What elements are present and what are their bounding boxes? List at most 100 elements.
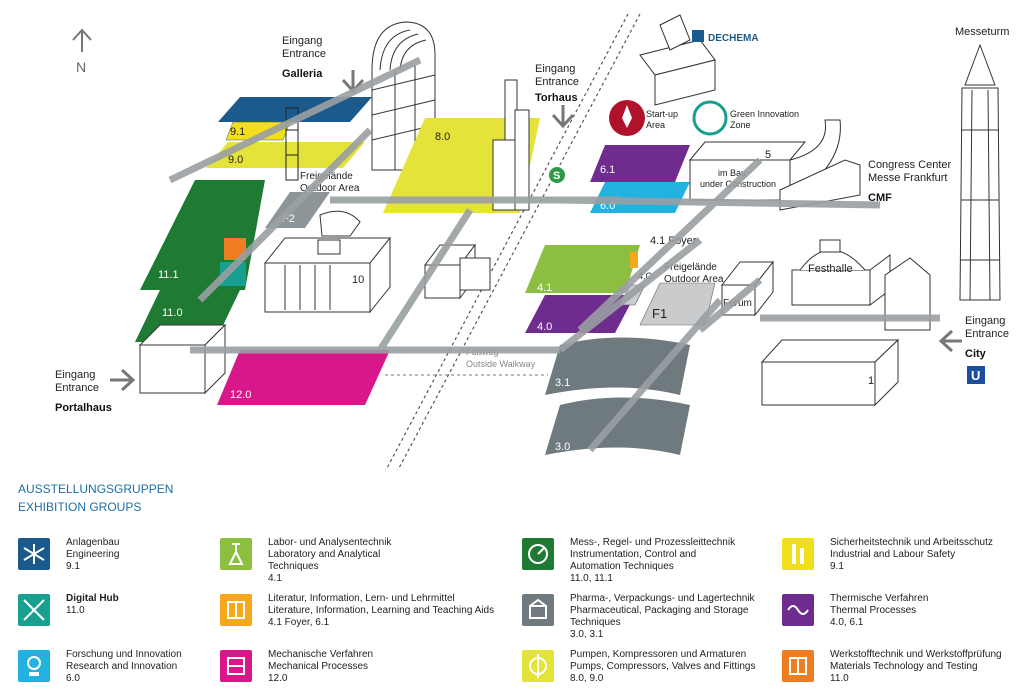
hall-9-1-label: 9.1: [230, 126, 245, 138]
legend-item-en-cont: Automation Techniques: [570, 561, 674, 572]
torhaus-name[interactable]: Torhaus: [535, 92, 578, 104]
hall-6-1-label: 6.1: [600, 164, 615, 176]
legend-item-en: Laboratory and Analytical: [268, 549, 381, 560]
service-buildings: [424, 79, 530, 300]
pumps-icon: [522, 650, 554, 682]
portalhaus-name[interactable]: Portalhaus: [55, 402, 112, 414]
messeturm-label: Messeturm: [955, 26, 1009, 38]
legend-title-de: AUSSTELLUNGSGRUPPEN: [18, 482, 174, 496]
legend-item-halls: 6.0: [66, 673, 80, 684]
hall-3-0-label: 3.0: [555, 441, 570, 453]
legend-item-halls: 11.0: [830, 673, 849, 684]
outdoor-area-2-label: Freigelände: [664, 262, 717, 273]
research-icon: [18, 650, 50, 682]
city-entrance-label: Eingang: [965, 315, 1005, 327]
legend-item-en: Industrial and Labour Safety: [830, 549, 956, 560]
festhalle-label: Festhalle: [808, 263, 853, 275]
hall-6-0[interactable]: [590, 182, 690, 213]
legend-item[interactable]: Literatur, Information, Lern- und Lehrmi…: [220, 593, 494, 638]
city-entrance-label-en: Entrance: [965, 328, 1009, 340]
hall-10-label: 10: [352, 274, 364, 286]
legend-item-de: Pharma-, Verpackungs- und Lagertechnik: [570, 593, 755, 604]
legend-item-halls: 11.0: [66, 605, 85, 616]
green-zone-label-en: Zone: [730, 120, 751, 130]
fairground-map: Fußweg Outside Walkway N Eingang Entranc…: [55, 13, 1009, 470]
legend-item-en: Pharmaceutical, Packaging and Storage: [570, 605, 749, 616]
mechanical-icon: [220, 650, 252, 682]
hall-6-1[interactable]: [590, 145, 690, 182]
hall-3-0[interactable]: [545, 397, 690, 456]
city-entrance-arrow: [938, 329, 962, 353]
s-bahn-icon[interactable]: [549, 167, 565, 183]
hall-12-0[interactable]: [217, 350, 390, 405]
messeturm-tower[interactable]: [959, 43, 1001, 301]
hall-11-1-label: 11.1: [158, 269, 179, 281]
legend-item-en: Thermal Processes: [830, 605, 917, 616]
portalhaus-entrance-arrow: [110, 368, 136, 392]
hall-1-label: 1: [868, 375, 874, 387]
legend-item-halls: 4.1 Foyer, 6.1: [268, 617, 330, 628]
engineering-icon: [18, 538, 50, 570]
green-innovation-icon[interactable]: [692, 100, 728, 136]
torhaus-entrance-arrow: [551, 105, 575, 129]
hall-1-building[interactable]: [760, 338, 900, 407]
foyer-zone[interactable]: [630, 252, 638, 268]
hall-11-materials-zone[interactable]: [224, 238, 246, 260]
cmf-abbr[interactable]: CMF: [868, 192, 892, 204]
hall-5-building[interactable]: [688, 119, 841, 201]
safety-icon: [782, 538, 814, 570]
legend-item-en: Materials Technology and Testing: [830, 661, 978, 672]
legend-item-halls: 4.0, 6.1: [830, 617, 864, 628]
galleria-entrance-label-en: Entrance: [282, 48, 326, 60]
forum-label: Forum: [723, 298, 752, 309]
legend-item-de: Digital Hub: [66, 593, 119, 604]
legend-item-halls: 4.1: [268, 573, 282, 584]
legend-item-en-cont: Techniques: [570, 617, 621, 628]
legend-item-en: Pumps, Compressors, Valves and Fittings: [570, 661, 756, 672]
hall-11-0-label: 11.0: [162, 307, 183, 319]
legend-item-en-cont: Techniques: [268, 561, 319, 572]
compass-label: N: [76, 59, 86, 75]
galleria-name[interactable]: Galleria: [282, 68, 323, 80]
boundary-line: [385, 13, 629, 470]
u-bahn-icon[interactable]: [967, 366, 985, 384]
dechema-label[interactable]: DECHEMA: [708, 33, 759, 44]
green-zone-label: Green Innovation: [730, 109, 799, 119]
legend-item-de: Mechanische Verfahren: [268, 649, 374, 660]
legend-item-de: Thermische Verfahren: [830, 593, 929, 604]
pharma-icon: [522, 594, 554, 626]
legend-item-de: Anlagenbau: [66, 537, 120, 548]
legend-item-halls: 9.1: [830, 561, 844, 572]
hall-4-1[interactable]: [525, 245, 640, 293]
legend-title: AUSSTELLUNGSGRUPPEN EXHIBITION GROUPS: [18, 480, 173, 516]
city-name[interactable]: City: [965, 348, 987, 360]
literature-icon: [220, 594, 252, 626]
galleria-entrance-label: Eingang: [282, 35, 322, 47]
hall-4c-label: 4.C: [638, 271, 653, 281]
legend-item-halls: 11.0, 11.1: [570, 573, 613, 584]
hall-4-1-label: 4.1: [537, 282, 552, 294]
laboratory-icon: [220, 538, 252, 570]
hall-10-building[interactable]: [263, 210, 392, 314]
legend-item-de: Forschung und Innovation: [66, 649, 182, 660]
legend-item-de: Pumpen, Kompressoren und Armaturen: [570, 649, 747, 660]
legend-item-en: Engineering: [66, 549, 120, 560]
legend-title-en: EXHIBITION GROUPS: [18, 500, 142, 514]
walkway-label-en: Outside Walkway: [466, 359, 536, 369]
